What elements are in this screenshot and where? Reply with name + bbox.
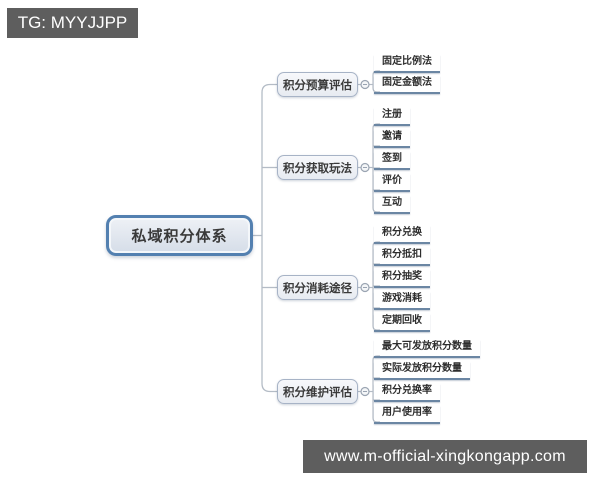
child-node[interactable]: 最大可发放积分数量: [374, 340, 480, 358]
child-node[interactable]: 注册: [374, 108, 410, 126]
child-node[interactable]: 积分兑换: [374, 226, 430, 244]
collapse-toggle-icon[interactable]: [360, 162, 370, 173]
child-node[interactable]: 实际发放积分数量: [374, 362, 470, 380]
child-node[interactable]: 积分抽奖: [374, 270, 430, 288]
child-node[interactable]: 签到: [374, 152, 410, 170]
branch-consumption-channels[interactable]: 积分消耗途径: [277, 275, 358, 300]
branch-label: 积分获取玩法: [283, 162, 352, 175]
child-node[interactable]: 游戏消耗: [374, 292, 430, 310]
collapse-toggles: [360, 79, 370, 397]
child-node[interactable]: 固定比例法: [374, 55, 440, 73]
branch-maintenance-evaluation[interactable]: 积分维护评估: [277, 379, 358, 404]
collapse-toggle-icon[interactable]: [360, 282, 370, 293]
child-node[interactable]: 用户使用率: [374, 406, 440, 424]
child-node[interactable]: 固定金额法: [374, 76, 440, 94]
child-node[interactable]: 评价: [374, 174, 410, 192]
child-node[interactable]: 邀请: [374, 130, 410, 148]
child-node[interactable]: 定期回收: [374, 314, 430, 332]
branch-budget-evaluation[interactable]: 积分预算评估: [277, 72, 358, 97]
watermark-website-text: www.m-official-xingkongapp.com: [324, 447, 566, 465]
child-node[interactable]: 互动: [374, 196, 410, 214]
child-node[interactable]: 积分抵扣: [374, 248, 430, 266]
branch-label: 积分预算评估: [283, 79, 352, 92]
watermark-telegram: TG: MYYJJPP: [7, 8, 138, 38]
collapse-toggle-icon[interactable]: [360, 79, 370, 90]
collapse-toggle-icon[interactable]: [360, 386, 370, 397]
root-node[interactable]: 私域积分体系: [106, 215, 253, 256]
branch-label: 积分维护评估: [283, 386, 352, 399]
watermark-website: www.m-official-xingkongapp.com: [303, 440, 587, 473]
root-branch-connector: [253, 83, 277, 393]
watermark-telegram-text: TG: MYYJJPP: [17, 13, 128, 32]
child-node[interactable]: 积分兑换率: [374, 384, 440, 402]
branch-label: 积分消耗途径: [283, 282, 352, 295]
branch-earning-methods[interactable]: 积分获取玩法: [277, 155, 358, 180]
root-node-label: 私域积分体系: [131, 228, 228, 245]
